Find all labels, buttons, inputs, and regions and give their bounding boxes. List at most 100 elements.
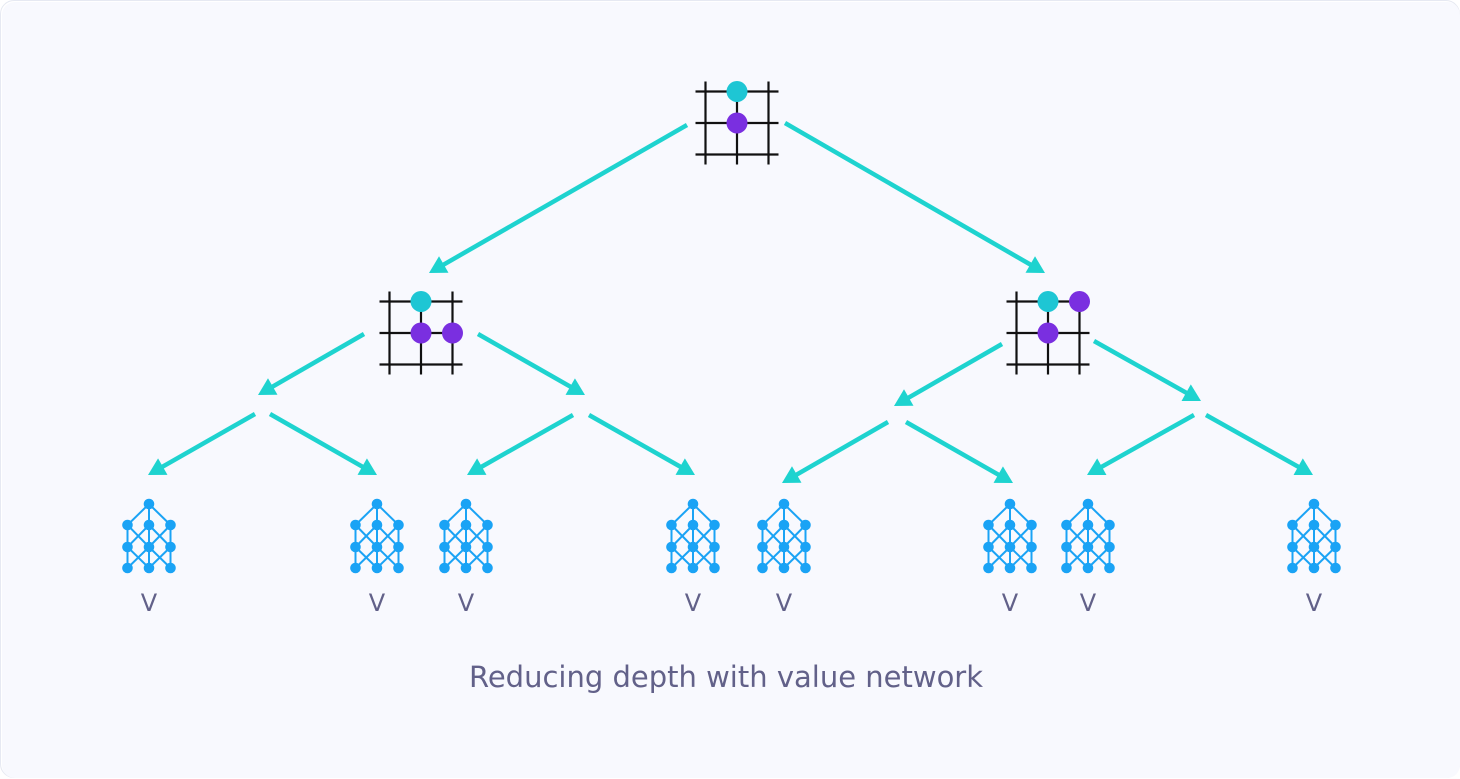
network-node [482, 562, 493, 574]
neural-network-icon [122, 498, 176, 574]
network-node [709, 519, 720, 531]
leaf-value-label: V [1002, 589, 1019, 617]
network-node [687, 562, 699, 574]
network-node [1061, 519, 1072, 531]
arrowhead-icon [1025, 256, 1045, 273]
edge-line [587, 413, 684, 470]
tree-edge [904, 420, 1013, 483]
edge-line [1092, 339, 1190, 396]
network-node [1026, 562, 1037, 574]
edge-line [1204, 413, 1302, 470]
edge-line [476, 332, 574, 390]
edge-line [269, 332, 366, 390]
neural-network-icon [350, 498, 404, 574]
network-node [709, 541, 720, 553]
network-node [1082, 541, 1094, 553]
network-node [350, 562, 361, 574]
edge-line [159, 412, 257, 470]
network-node [778, 541, 790, 553]
network-node [1004, 498, 1016, 510]
network-node [757, 541, 768, 553]
purple-stone [410, 322, 432, 344]
tree-edge [1087, 413, 1196, 475]
edge-line [440, 123, 689, 268]
network-node [1026, 541, 1037, 553]
network-node [1004, 541, 1016, 553]
purple-stone [726, 112, 748, 134]
network-node [1061, 562, 1072, 574]
network-node [1061, 541, 1072, 553]
network-node [983, 519, 994, 531]
purple-stone [1069, 291, 1090, 312]
network-node [687, 541, 699, 553]
arrowhead-icon [467, 458, 487, 475]
network-node [165, 541, 176, 553]
neural-network-icon [666, 498, 720, 574]
network-node [482, 541, 493, 553]
edge-line [478, 413, 575, 470]
leaf-value-label: V [369, 589, 386, 617]
network-node [165, 562, 176, 574]
network-node [1104, 519, 1115, 531]
tree-edge [1092, 339, 1201, 401]
network-node [1082, 562, 1094, 574]
arrowhead-icon [258, 378, 278, 395]
network-node [1308, 541, 1320, 553]
network-node [460, 519, 472, 531]
leaf-value-label: V [1080, 589, 1097, 617]
network-node [778, 519, 790, 531]
arrowhead-icon [782, 466, 802, 483]
network-node [1026, 519, 1037, 531]
network-node [371, 498, 383, 510]
tree-edge [894, 342, 1004, 406]
network-node [350, 519, 361, 531]
neural-network-icon [439, 498, 493, 574]
tree-edge [268, 412, 377, 475]
network-node [393, 541, 404, 553]
network-node [1104, 541, 1115, 553]
leaf-value-label: V [141, 589, 158, 617]
go-board-icon [695, 81, 779, 165]
arrowhead-icon [148, 458, 168, 475]
network-node [1287, 541, 1298, 553]
network-node [393, 562, 404, 574]
arrowhead-icon [1181, 384, 1201, 401]
network-node [143, 519, 155, 531]
network-node [1082, 519, 1094, 531]
arrowhead-icon [894, 389, 914, 406]
tree-edges [148, 121, 1313, 483]
go-board-icon [379, 291, 463, 375]
cyan-stone [1037, 291, 1059, 312]
network-node [1082, 498, 1094, 510]
tree-edge [429, 123, 689, 273]
arrowhead-icon [993, 466, 1013, 483]
network-node [460, 498, 472, 510]
network-node [666, 562, 677, 574]
network-node [1287, 519, 1298, 531]
network-node [757, 519, 768, 531]
network-node [778, 562, 790, 574]
network-node [666, 541, 677, 553]
network-node [350, 541, 361, 553]
network-node [1330, 519, 1341, 531]
network-node [687, 498, 699, 510]
cyan-stone [726, 81, 748, 102]
network-node [983, 562, 994, 574]
network-node [1308, 498, 1320, 510]
network-node [439, 562, 450, 574]
arrowhead-icon [1293, 458, 1313, 475]
network-node [482, 519, 493, 531]
tree-edge [587, 413, 695, 475]
network-node [983, 541, 994, 553]
tree-edge [148, 412, 257, 475]
network-node [1004, 562, 1016, 574]
leaf-value-label: V [776, 589, 793, 617]
network-node [439, 541, 450, 553]
network-node [122, 562, 133, 574]
purple-stone [1037, 322, 1059, 344]
network-node [1330, 541, 1341, 553]
network-node [439, 519, 450, 531]
